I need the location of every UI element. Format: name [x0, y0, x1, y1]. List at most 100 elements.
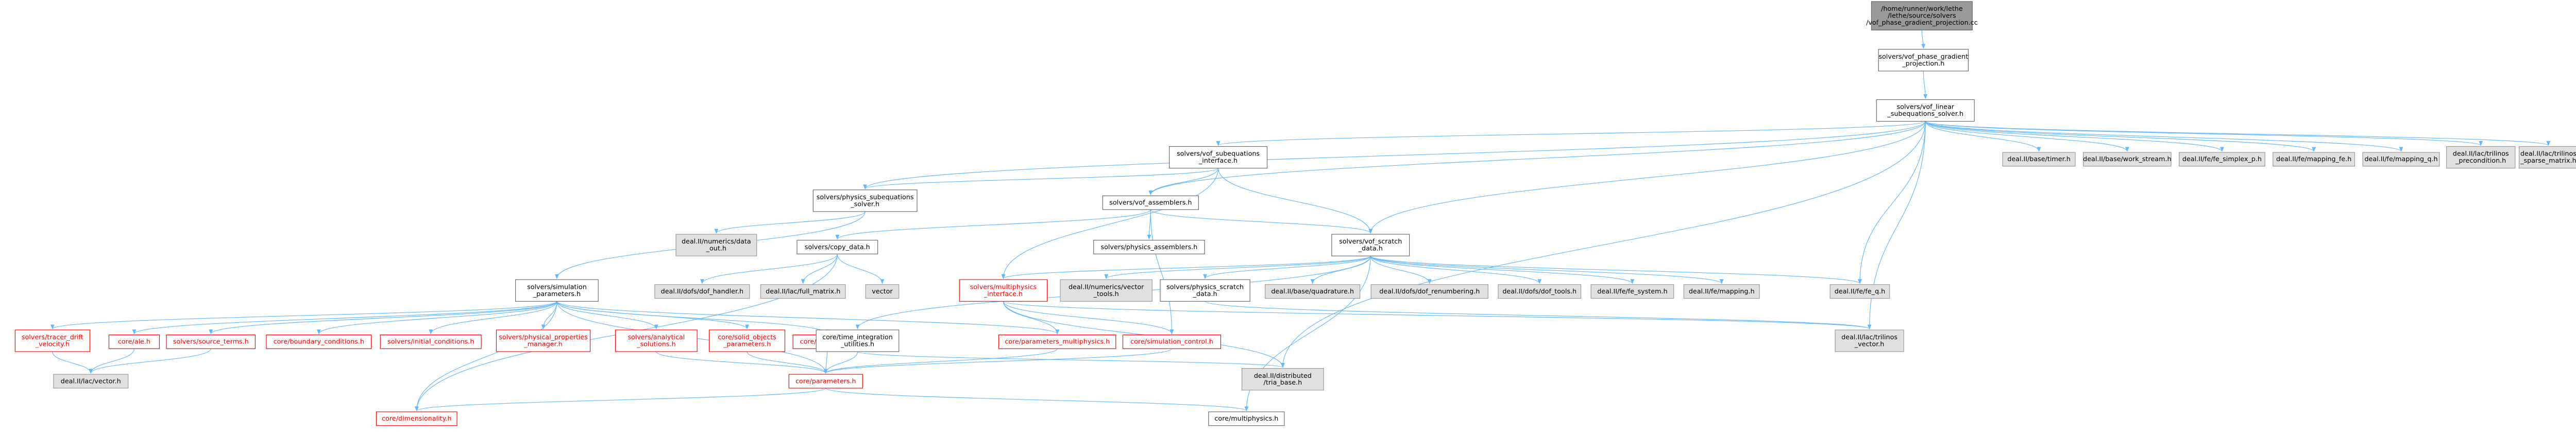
file-node-vof-scratch[interactable]: solvers/vof_scratch_data.h [1331, 234, 1410, 256]
include-edge [1205, 301, 1872, 329]
node-label-line: solvers/vof_subequations [1177, 150, 1260, 158]
node-label-line: core/simulation_control.h [1130, 338, 1213, 345]
include-edge [825, 388, 1248, 411]
node-box [1102, 195, 1199, 210]
include-edge [89, 349, 135, 374]
include-edge [556, 301, 658, 329]
file-node-fe-mapping-q: deal.II/fe/mapping_q.h [2362, 152, 2440, 167]
file-node-dof-tools: deal.II/dofs/dof_tools.h [1498, 284, 1582, 299]
file-node-fe-mapping-fe: deal.II/fe/mapping_fe.h [2273, 152, 2355, 167]
file-node-tril-precond: deal.II/lac/trilinos_precondition.h [2446, 146, 2516, 169]
node-box [1878, 49, 1969, 72]
include-edge [857, 351, 1285, 368]
file-node-root[interactable]: /home/runner/work/lethe/lethe/source/sol… [1866, 1, 1978, 31]
node-label-line: solvers/physics_assemblers.h [1100, 243, 1197, 251]
file-node-sim-control: core/simulation_control.h [1122, 334, 1222, 349]
include-edge [823, 351, 858, 374]
node-label-line: _projection.h [1902, 60, 1944, 67]
node-label-line: deal.II/dofs/dof_handler.h [661, 287, 743, 295]
node-box [2179, 152, 2265, 167]
include-edge [1370, 256, 1432, 284]
file-node-full-matrix: deal.II/lac/full_matrix.h [760, 284, 846, 299]
node-box [376, 411, 457, 426]
file-node-core-multiphysics[interactable]: core/multiphysics.h [1208, 411, 1285, 426]
include-edge [1217, 168, 1373, 234]
node-label-line: core/ale.h [118, 338, 150, 345]
node-label-line: solvers/vof_linear [1896, 103, 1954, 111]
file-node-base-timer: deal.II/base/timer.h [2002, 152, 2076, 167]
include-edge [1925, 121, 2483, 146]
node-label-line: deal.II/dofs/dof_renumbering.h [1379, 287, 1480, 295]
file-node-solid-objects: core/solid_objects_parameters.h [709, 329, 786, 352]
include-edge [209, 301, 557, 335]
include-edge [1148, 168, 1219, 196]
node-label-line: vector [872, 287, 893, 295]
node-label-line: core/solid_objects [718, 333, 776, 341]
node-box [496, 329, 591, 352]
node-box [266, 334, 372, 349]
node-box [1264, 284, 1361, 299]
include-edge [1370, 255, 1542, 284]
node-box [1060, 279, 1153, 302]
file-node-dist-tria: deal.II/distributed/tria_base.h [1241, 368, 1324, 391]
include-edge [1370, 255, 1862, 284]
node-box [380, 334, 482, 349]
node-box [1829, 284, 1890, 299]
node-label-line: core/parameters_multiphysics.h [1005, 338, 1110, 345]
node-box [865, 284, 900, 299]
node-box [53, 374, 129, 389]
file-node-params-multiphysics: core/parameters_multiphysics.h [998, 334, 1116, 349]
node-box [615, 329, 698, 352]
include-edge [1216, 121, 1926, 146]
file-node-vof-si[interactable]: solvers/vof_subequations_interface.h [1168, 146, 1268, 169]
file-node-phys-props: solvers/physical_properties_manager.h [496, 329, 591, 352]
include-edge [863, 168, 1219, 189]
node-box [166, 334, 256, 349]
node-label-line: _interface.h [984, 290, 1023, 298]
node-label-line: deal.II/lac/trilinos [2520, 150, 2576, 158]
node-box [1331, 234, 1410, 256]
include-edge [1280, 121, 1926, 368]
file-node-phys-sub-solver[interactable]: solvers/physics_subequations_solver.h [812, 189, 918, 212]
node-label-line: solvers/physical_properties [499, 333, 588, 341]
include-edge [1001, 255, 1371, 280]
node-box [816, 329, 900, 352]
file-node-lac-vector: deal.II/lac/vector.h [53, 374, 129, 389]
include-edge [824, 348, 1173, 374]
include-edge [1925, 121, 2550, 146]
file-node-boundary-cond: core/boundary_conditions.h [266, 334, 372, 349]
node-label-line: core/parameters.h [795, 377, 856, 385]
file-node-phys-assemblers[interactable]: solvers/physics_assemblers.h [1093, 239, 1205, 254]
include-edge [1203, 255, 1371, 280]
node-label-line: _utilities.h [840, 340, 874, 348]
node-label-line: solvers/source_terms.h [173, 338, 249, 345]
node-label-line: _parameters.h [723, 340, 771, 348]
file-node-vof-pgp-h[interactable]: solvers/vof_phase_gradient_projection.h [1878, 49, 1969, 72]
node-box [1093, 239, 1205, 254]
file-node-multiphysics-if: solvers/multiphysics_interface.h [959, 279, 1048, 302]
node-box [1835, 329, 1904, 352]
node-label-line: _subequations_solver.h [1887, 110, 1963, 117]
node-label-line: _out.h [706, 245, 726, 252]
include-edge [1001, 168, 1219, 280]
node-box [1876, 99, 1975, 122]
node-box [1370, 284, 1488, 299]
include-edge [1925, 121, 2129, 152]
include-edge [556, 301, 1059, 335]
file-node-vof-lss[interactable]: solvers/vof_linear_subequations_solver.h [1876, 99, 1975, 122]
node-box [1871, 1, 1973, 31]
node-box [709, 329, 786, 352]
node-label-line: deal.II/numerics/data [682, 237, 751, 245]
dependency-edges [50, 30, 2550, 411]
include-edge [1858, 121, 1926, 284]
file-node-sim-params[interactable]: solvers/simulation_parameters.h [515, 279, 599, 302]
node-label-line: deal.II/fe/mapping_fe.h [2276, 155, 2351, 163]
include-edge [1368, 121, 1926, 234]
file-node-phys-scratch[interactable]: solvers/physics_scratch_data.h [1160, 279, 1250, 302]
file-node-time-integ[interactable]: core/time_integration_utilities.h [816, 329, 900, 352]
file-node-vof-assemblers[interactable]: solvers/vof_assemblers.h [1102, 195, 1199, 210]
file-node-copy-data[interactable]: solvers/copy_data.h [796, 239, 878, 254]
node-label-line: core/dimensionality.h [382, 414, 451, 422]
file-node-base-ws: deal.II/base/work_stream.h [2083, 152, 2172, 167]
